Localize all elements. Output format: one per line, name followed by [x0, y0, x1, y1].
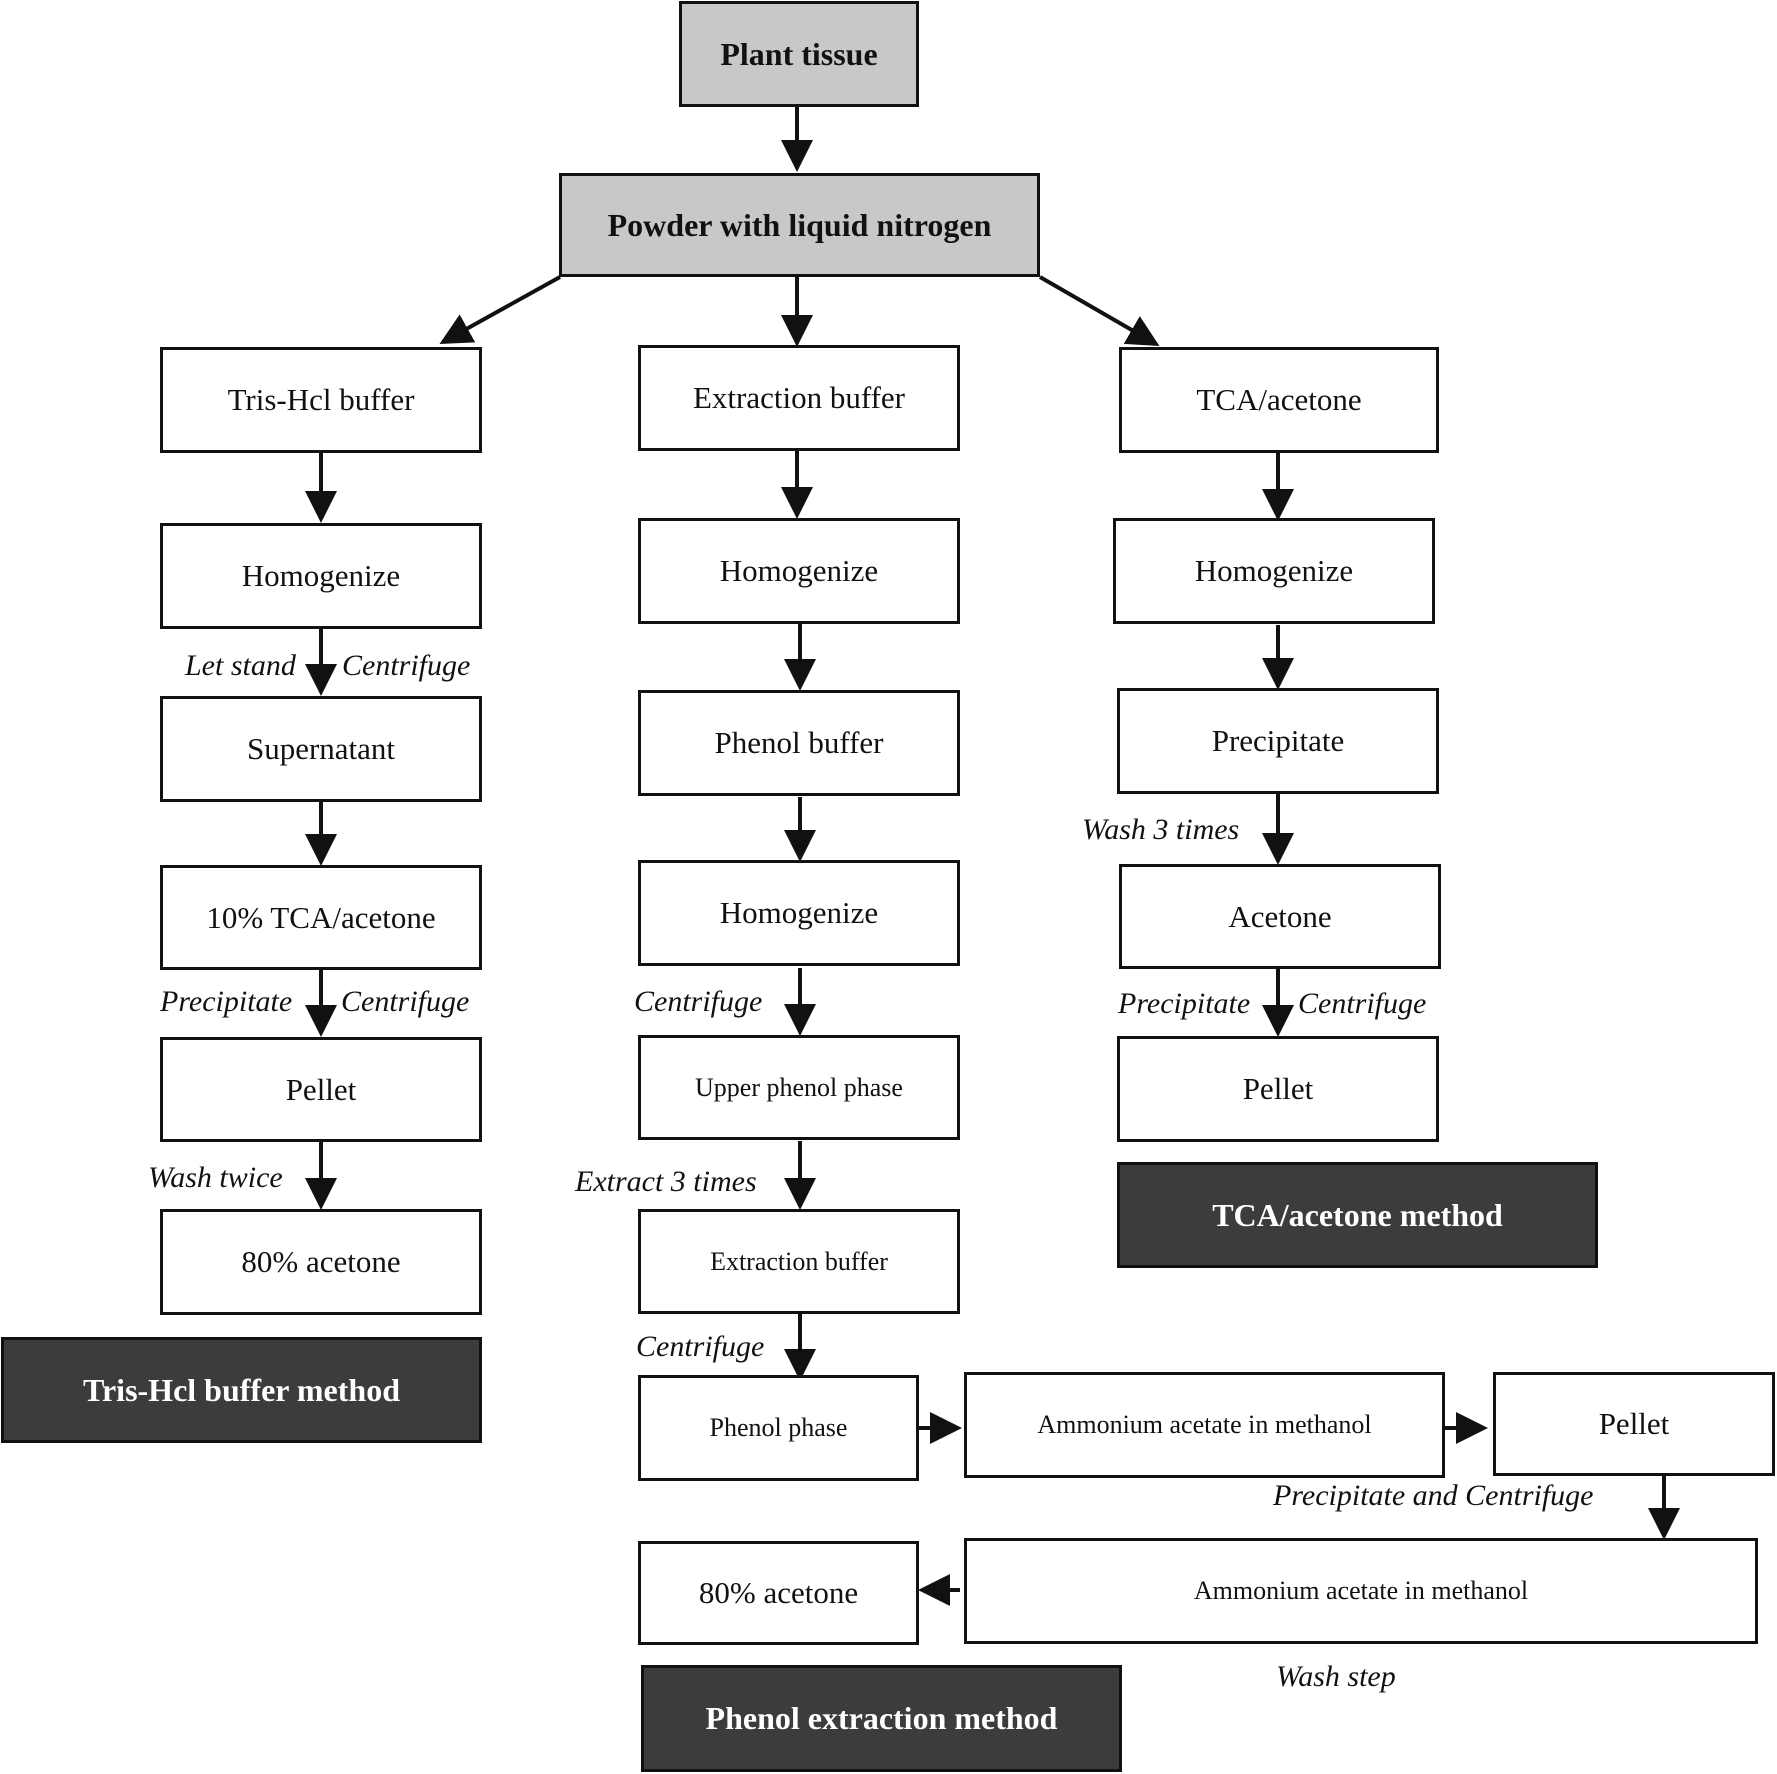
extraction-buffer-2-box: Extraction buffer: [638, 1209, 960, 1314]
middle-acetone-80-box: 80% acetone: [638, 1541, 919, 1645]
label-precipitate-left: Precipitate: [160, 985, 293, 1018]
left-pellet-box: Pellet: [160, 1037, 482, 1142]
tca-acetone-box: TCA/acetone: [1119, 347, 1439, 453]
label-centrifuge-middle-2: Centrifuge: [636, 1330, 765, 1363]
arrow-powder-to-tris: [439, 275, 561, 344]
left-acetone-80-box: 80% acetone: [160, 1209, 482, 1315]
ammonium-acetate-1-box: Ammonium acetate in methanol: [964, 1372, 1445, 1478]
ammonium-acetate-2-box: Ammonium acetate in methanol: [964, 1538, 1758, 1644]
phenol-buffer-box: Phenol buffer: [638, 690, 960, 796]
label-wash-3-times: Wash 3 times: [1082, 813, 1240, 846]
label-wash-twice: Wash twice: [148, 1161, 283, 1194]
middle-pellet-box: Pellet: [1493, 1372, 1775, 1476]
label-centrifuge-left-2: Centrifuge: [341, 985, 470, 1018]
label-centrifuge-right: Centrifuge: [1298, 987, 1427, 1020]
middle-homogenize-1-box: Homogenize: [638, 518, 960, 624]
tris-hcl-method-box: Tris-Hcl buffer method: [1, 1337, 482, 1443]
tca-acetone-method-box: TCA/acetone method: [1117, 1162, 1598, 1268]
left-homogenize-box: Homogenize: [160, 523, 482, 629]
phenol-extraction-method-box: Phenol extraction method: [641, 1665, 1122, 1772]
upper-phenol-phase-box: Upper phenol phase: [638, 1035, 960, 1140]
tris-hcl-buffer-box: Tris-Hcl buffer: [160, 347, 482, 453]
right-pellet-box: Pellet: [1117, 1036, 1439, 1142]
tca-acetone-10-box: 10% TCA/acetone: [160, 865, 482, 970]
label-wash-step: Wash step: [1276, 1660, 1396, 1693]
middle-homogenize-2-box: Homogenize: [638, 860, 960, 966]
extraction-buffer-box: Extraction buffer: [638, 345, 960, 451]
right-precipitate-box: Precipitate: [1117, 688, 1439, 794]
phenol-phase-box: Phenol phase: [638, 1375, 919, 1481]
acetone-box: Acetone: [1119, 864, 1441, 969]
label-extract-3-times: Extract 3 times: [575, 1165, 757, 1198]
label-let-stand: Let stand: [185, 649, 296, 682]
right-homogenize-box: Homogenize: [1113, 518, 1435, 624]
label-precipitate-right: Precipitate: [1118, 987, 1251, 1020]
plant-tissue-box: Plant tissue: [679, 1, 919, 107]
label-centrifuge-middle-1: Centrifuge: [634, 985, 763, 1018]
powder-liquid-nitrogen-box: Powder with liquid nitrogen: [559, 173, 1040, 277]
arrow-powder-to-tca: [1038, 275, 1160, 347]
label-centrifuge-left-1: Centrifuge: [342, 649, 471, 682]
label-precipitate-and-centrifuge: Precipitate and Centrifuge: [1273, 1479, 1594, 1512]
supernatant-box: Supernatant: [160, 696, 482, 802]
